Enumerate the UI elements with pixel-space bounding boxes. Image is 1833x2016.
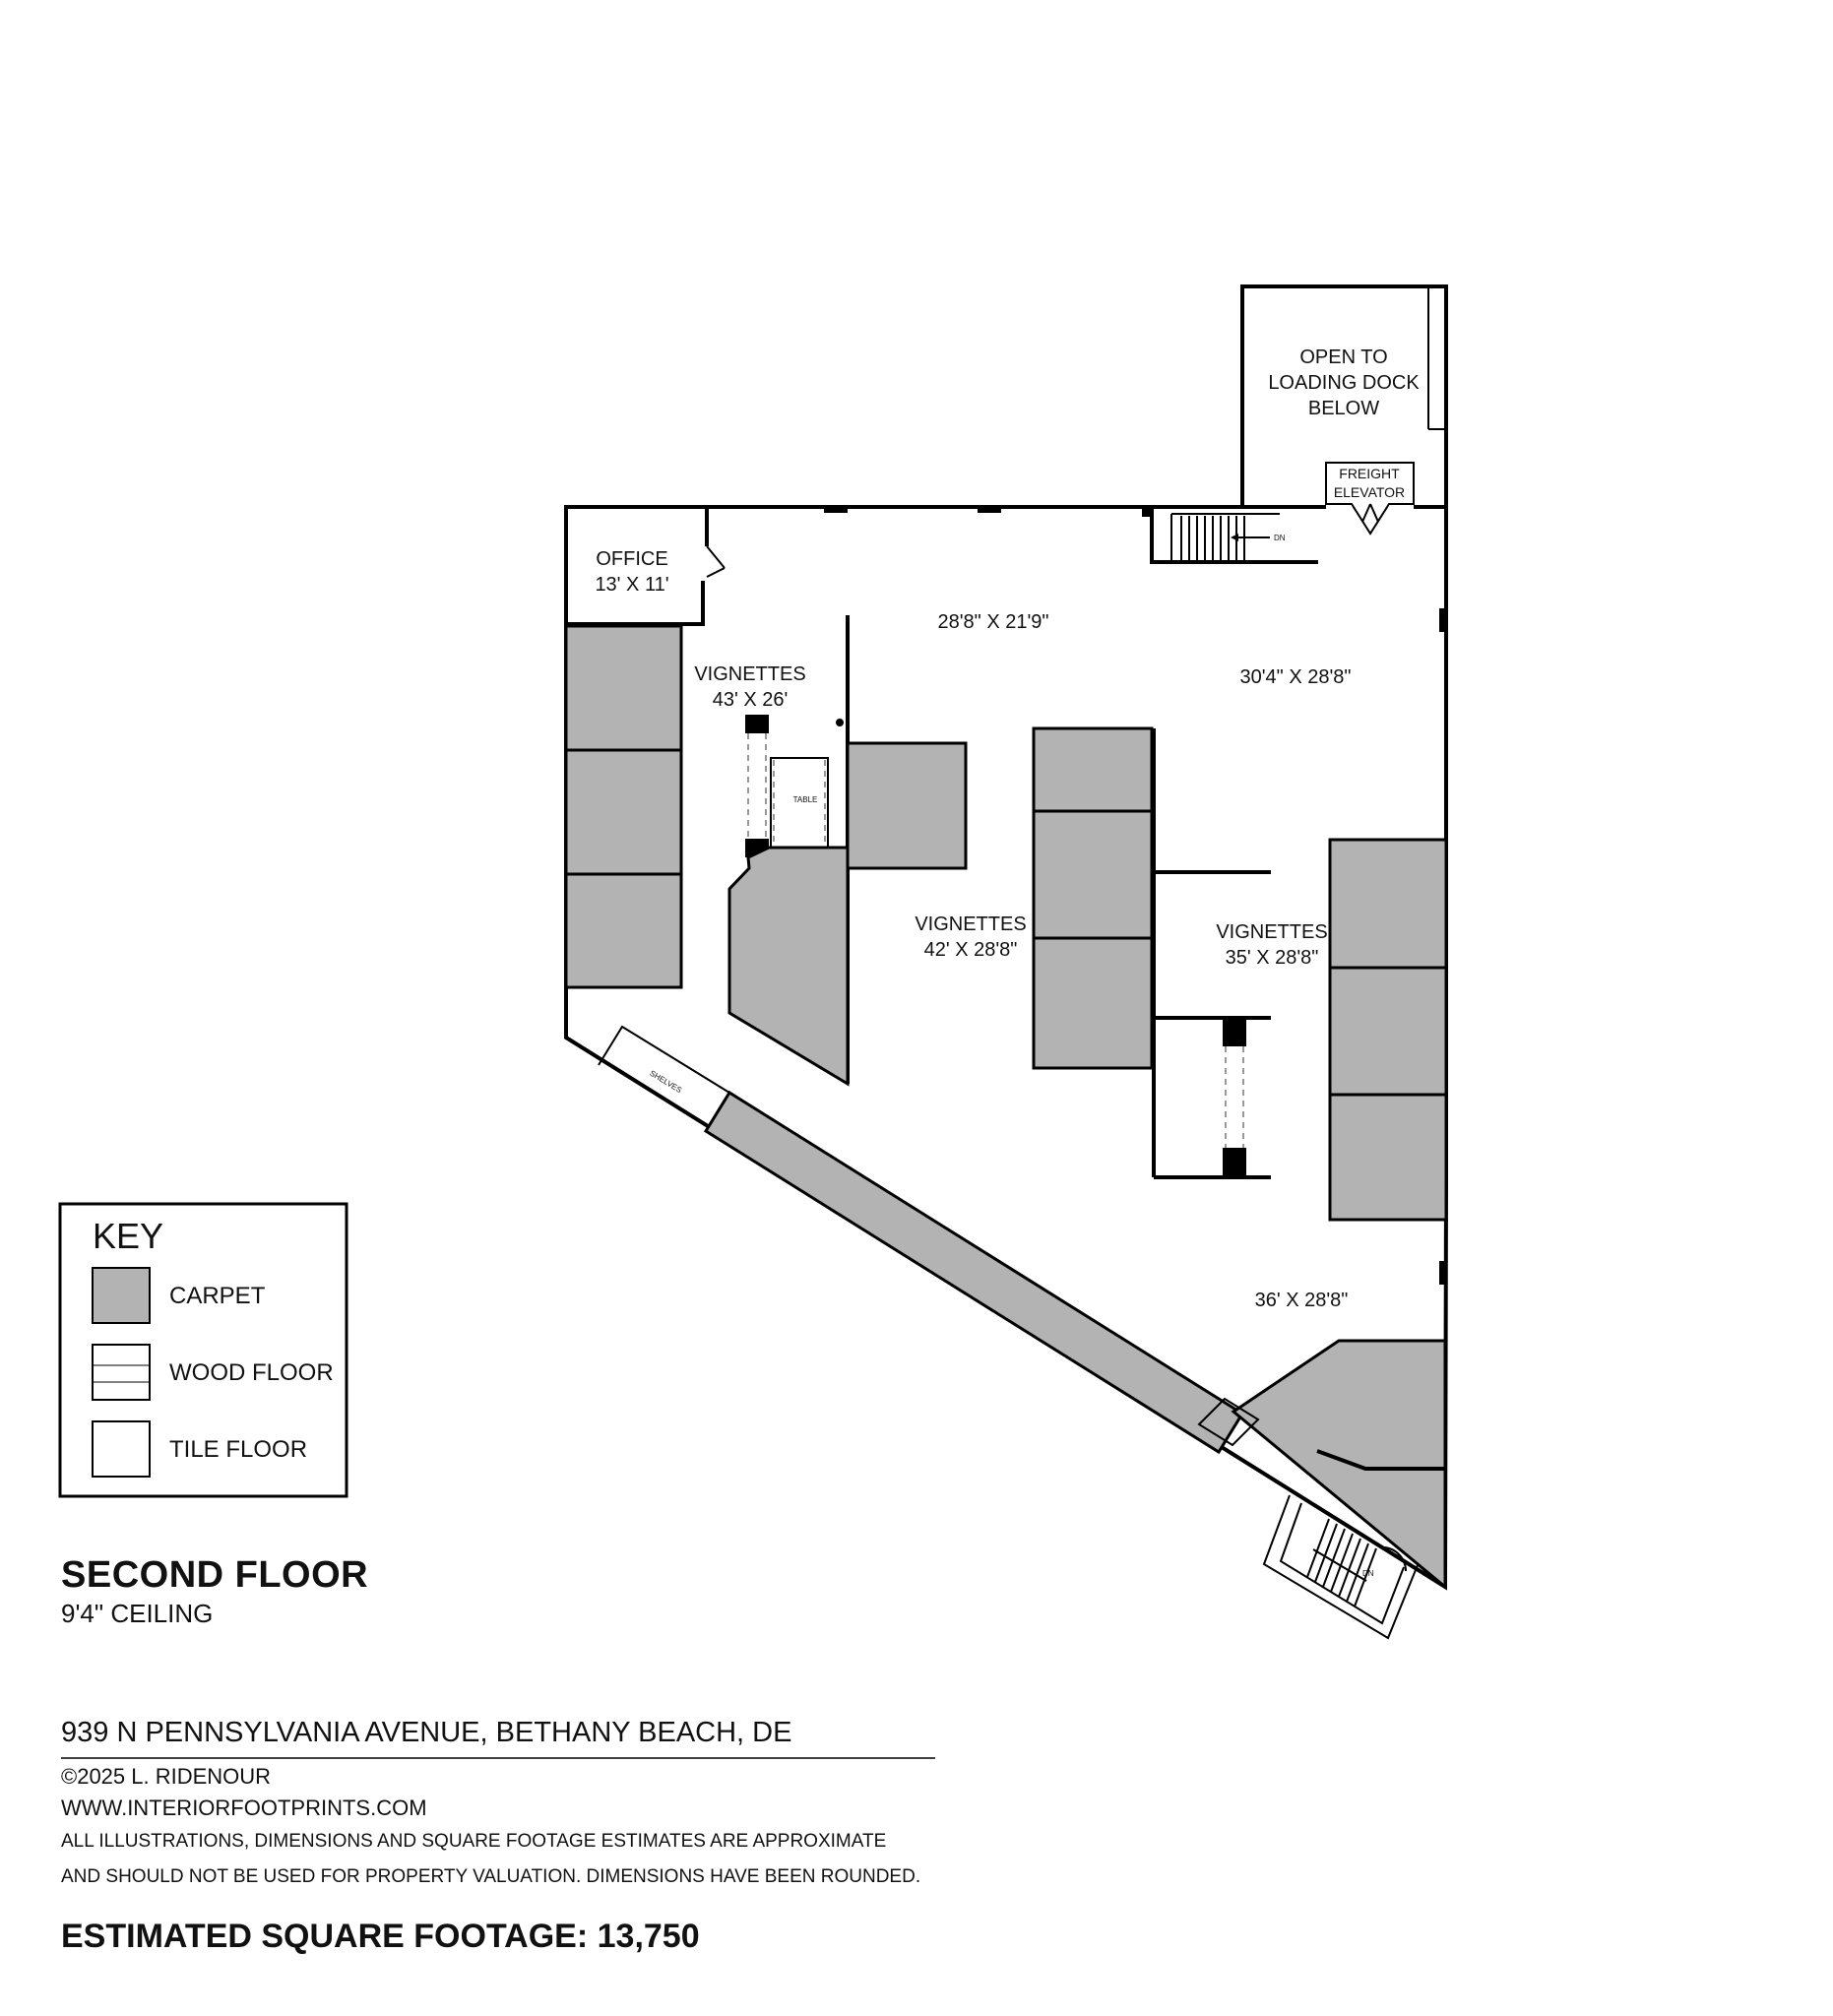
- legend-wood-label: WOOD FLOOR: [169, 1359, 334, 1386]
- office: OFFICE 13' X 11': [566, 507, 726, 626]
- freight-elevator-label-1: FREIGHT: [1339, 466, 1400, 481]
- vignettes-east-label: VIGNETTES: [1216, 921, 1327, 943]
- stair-north: DN: [1142, 507, 1318, 564]
- website-link[interactable]: WWW.INTERIORFOOTPRINTS.COM: [61, 1796, 427, 1820]
- wall-columns: [565, 505, 1447, 1493]
- address: 939 N PENNSYLVANIA AVENUE, BETHANY BEACH…: [61, 1717, 792, 1748]
- front-room-dims: 28'8" X 21'9": [937, 611, 1048, 633]
- right-room-dims: 30'4" X 28'8": [1239, 666, 1351, 688]
- loading-dock-area: OPEN TO LOADING DOCK BELOW: [1240, 284, 1448, 507]
- stair-south-dn-label: DN: [1362, 1569, 1374, 1578]
- vignettes-center: VIGNETTES 42' X 28'8": [915, 726, 1271, 1179]
- loading-dock-label-1: OPEN TO: [1299, 346, 1387, 368]
- wood-floor-swatch: [92, 1344, 151, 1401]
- freight-elevator: FREIGHT ELEVATOR: [1325, 462, 1415, 536]
- legend-tile-label: TILE FLOOR: [169, 1436, 307, 1463]
- carpet-diagonal-strip: [703, 1090, 1245, 1455]
- south-room-dims: 36' X 28'8": [1255, 1290, 1349, 1311]
- table-label: TABLE: [793, 795, 818, 804]
- vignettes-center-label: VIGNETTES: [915, 914, 1026, 935]
- stair-south: DN: [1262, 1494, 1419, 1640]
- copyright: ©2025 L. RIDENOUR: [61, 1764, 272, 1789]
- vignettes-west: VIGNETTES 43' X 26' TABLE: [694, 615, 968, 1087]
- legend: KEY CARPET WOOD FLOOR TILE FLOOR: [58, 1202, 348, 1498]
- office-dims: 13' X 11': [595, 574, 668, 596]
- freight-elevator-label-2: ELEVATOR: [1334, 484, 1405, 500]
- loading-dock-label-2: LOADING DOCK: [1268, 372, 1420, 394]
- tile-floor-swatch: [92, 1420, 151, 1478]
- carpet-bays-west: [564, 624, 683, 989]
- loading-dock-label-3: BELOW: [1308, 398, 1379, 419]
- vignettes-west-dims: 43' X 26': [713, 689, 789, 711]
- legend-title: KEY: [93, 1216, 163, 1256]
- stair-north-dn-label: DN: [1274, 534, 1286, 542]
- shelves: SHELVES: [598, 1025, 731, 1132]
- ceiling-height: 9'4" CEILING: [61, 1599, 214, 1628]
- office-label: OFFICE: [596, 548, 667, 570]
- disclaimer-line-1: ALL ILLUSTRATIONS, DIMENSIONS AND SQUARE…: [61, 1831, 887, 1852]
- vignettes-east-dims: 35' X 28'8": [1226, 947, 1319, 969]
- vignettes-east: VIGNETTES 35' X 28'8": [1216, 838, 1448, 1222]
- carpet-swatch: [92, 1267, 151, 1324]
- legend-carpet-label: CARPET: [169, 1283, 266, 1309]
- disclaimer-line-2: AND SHOULD NOT BE USED FOR PROPERTY VALU…: [61, 1866, 921, 1887]
- vignettes-west-label: VIGNETTES: [694, 663, 805, 685]
- square-footage: ESTIMATED SQUARE FOOTAGE: 13,750: [61, 1918, 700, 1955]
- floor-name: SECOND FLOOR: [61, 1554, 369, 1596]
- south-corner: [1197, 1339, 1447, 1591]
- vignettes-center-dims: 42' X 28'8": [924, 939, 1018, 961]
